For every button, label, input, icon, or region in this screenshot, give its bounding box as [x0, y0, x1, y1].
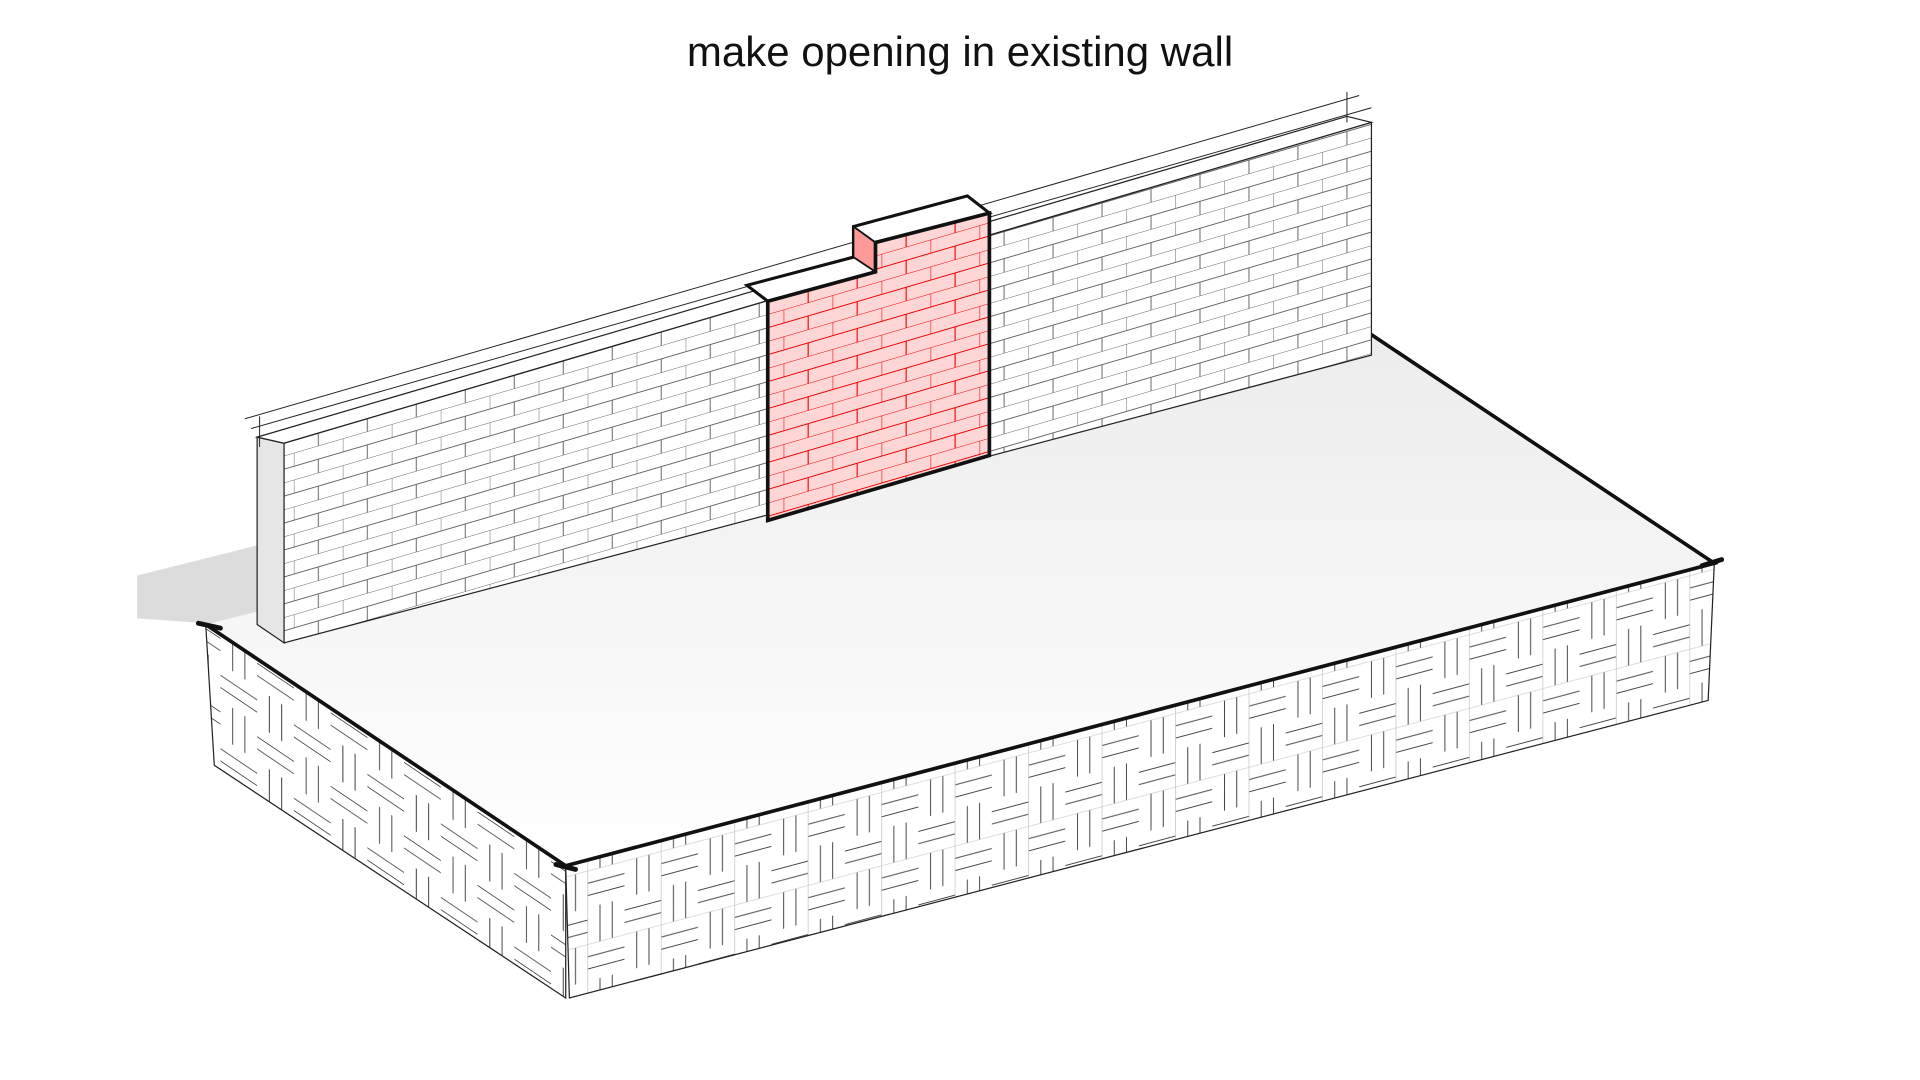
wall-end: [256, 436, 285, 645]
opening-face: [765, 210, 992, 523]
floor-slab: [204, 331, 1719, 1000]
ground-shadow: [137, 544, 260, 627]
wall-opening-highlight: [743, 194, 993, 523]
diagram-title: make opening in existing wall: [686, 28, 1234, 75]
slab-top: [205, 333, 1715, 866]
corner-markers: [195, 557, 1725, 872]
